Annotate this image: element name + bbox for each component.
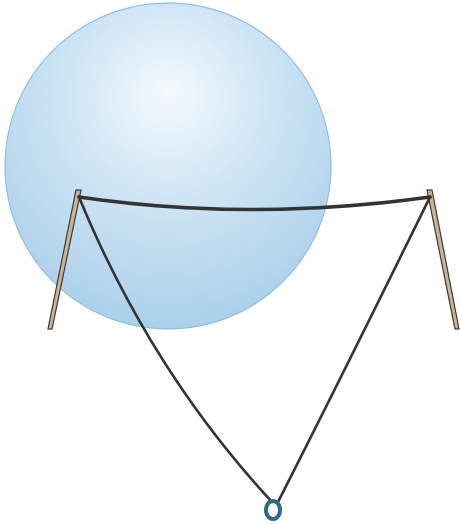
right-stick [427, 190, 459, 329]
weight-ring [266, 501, 280, 519]
soap-bubble [5, 3, 331, 329]
